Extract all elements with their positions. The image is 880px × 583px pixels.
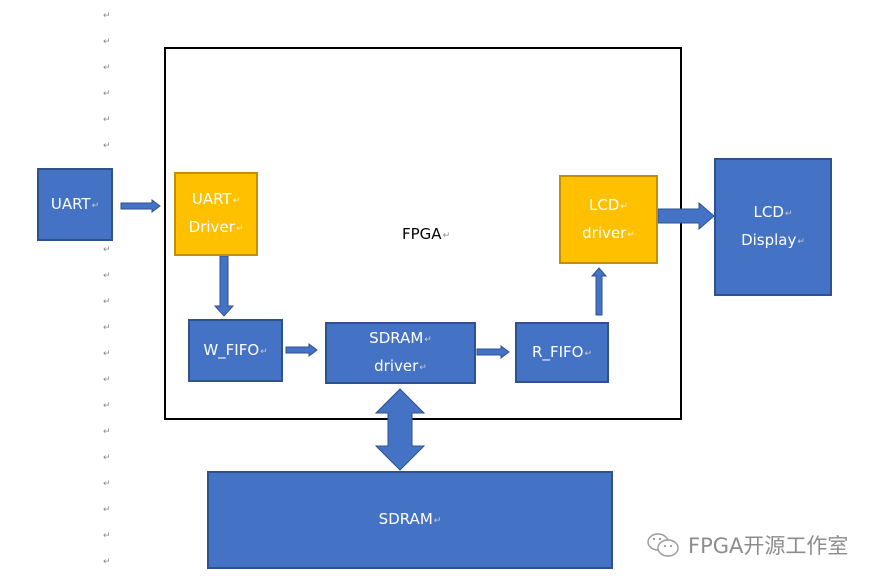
arrow-wfifo-to-sdram-driver <box>285 343 318 357</box>
block-sdram: SDRAM↵ <box>207 471 613 569</box>
arrow-uart-driver-to-wfifo <box>213 255 235 317</box>
arrow-lcd-driver-to-display <box>657 201 715 231</box>
paragraph-mark: ↵ <box>103 11 111 21</box>
paragraph-mark: ↵ <box>103 89 111 99</box>
paragraph-mark: ↵ <box>103 115 111 125</box>
paragraph-mark: ↵ <box>103 453 111 463</box>
arrow-rfifo-to-lcd-driver <box>590 267 608 316</box>
paragraph-mark: ↵ <box>103 427 111 437</box>
paragraph-mark: ↵ <box>103 505 111 515</box>
paragraph-mark: ↵ <box>103 37 111 47</box>
paragraph-mark: ↵ <box>103 297 111 307</box>
arrow-sdram-driver-to-rfifo <box>476 345 510 359</box>
fpga-frame <box>164 47 682 420</box>
paragraph-mark: ↵ <box>103 271 111 281</box>
block-r-fifo: R_FIFO↵ <box>515 322 609 383</box>
paragraph-mark: ↵ <box>103 401 111 411</box>
watermark-text: FPGA开源工作室 <box>688 534 849 558</box>
wechat-icon <box>647 533 679 557</box>
paragraph-mark: ↵ <box>103 531 111 541</box>
arrow-sdram-bidirectional <box>374 388 426 471</box>
block-lcd-driver: LCD↵ driver↵ <box>559 175 658 264</box>
paragraph-mark: ↵ <box>103 479 111 489</box>
watermark: FPGA开源工作室 <box>646 530 848 560</box>
paragraph-mark: ↵ <box>103 245 111 255</box>
paragraph-mark: ↵ <box>103 557 111 567</box>
paragraph-mark: ↵ <box>103 141 111 151</box>
fpga-label: FPGA↵ <box>402 225 451 243</box>
paragraph-mark: ↵ <box>103 63 111 73</box>
block-uart: UART↵ <box>37 168 113 241</box>
block-uart-driver: UART↵ Driver↵ <box>174 172 258 256</box>
block-sdram-driver: SDRAM↵ driver↵ <box>325 322 476 384</box>
block-lcd-display: LCD↵ Display↵ <box>714 158 832 296</box>
block-w-fifo: W_FIFO↵ <box>188 319 283 382</box>
paragraph-mark: ↵ <box>103 375 111 385</box>
paragraph-mark: ↵ <box>103 323 111 333</box>
paragraph-mark: ↵ <box>103 349 111 359</box>
arrow-uart-to-uart-driver <box>120 199 161 213</box>
